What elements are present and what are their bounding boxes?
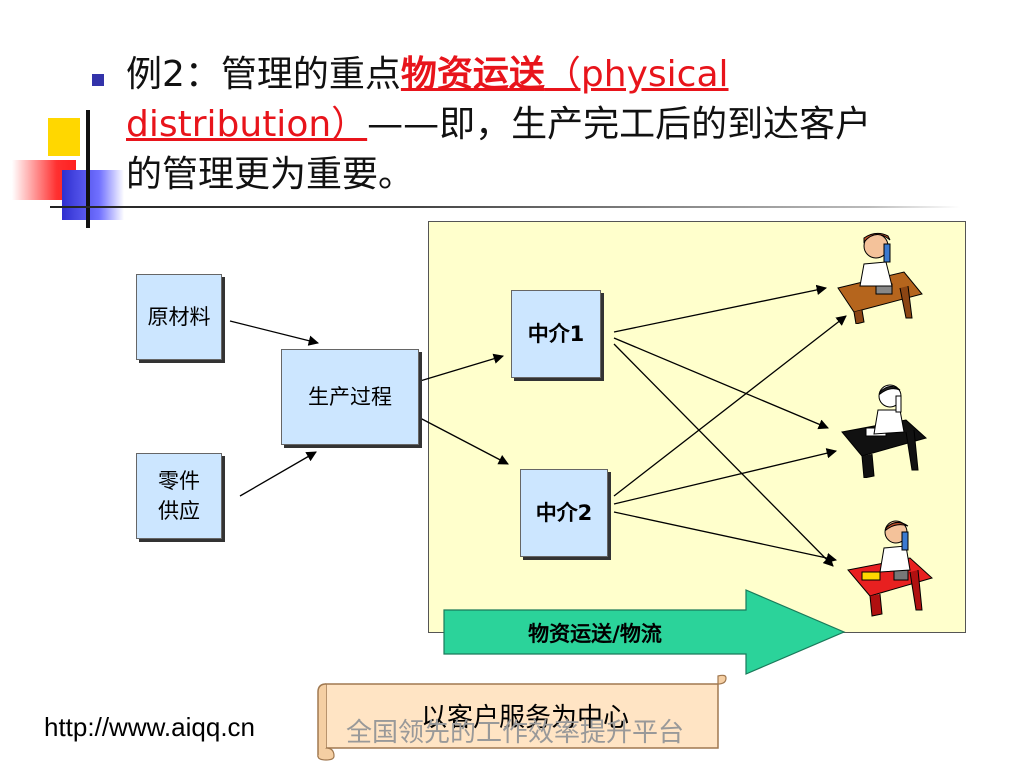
heading-rest: 即，生产完工后的到达客户的管理更为重要。 xyxy=(126,104,872,195)
arrow-int2-to-c2 xyxy=(613,448,838,505)
decor-yellow-square xyxy=(48,118,80,156)
arrow-production-to-int1 xyxy=(419,353,504,382)
parts-supply-box: 零件 供应 xyxy=(136,453,222,539)
intermediary1-label: 中介1 xyxy=(527,322,585,346)
intermediary1-box: 中介1 xyxy=(511,290,601,378)
decor-vertical-line xyxy=(86,110,90,228)
production-label: 生产过程 xyxy=(308,385,392,409)
parts-supply-label-line2: 供应 xyxy=(158,499,200,523)
arrow-parts-to-production xyxy=(239,451,317,497)
arrow-raw-to-production xyxy=(229,320,320,346)
footer-url[interactable]: http://www.aiqq.cn xyxy=(44,712,255,742)
arrow-production-to-int2 xyxy=(419,417,509,465)
arrow-int1-to-c2 xyxy=(613,337,829,430)
raw-material-label: 原材料 xyxy=(147,305,211,329)
heading-highlight: 物资运送 xyxy=(400,54,545,95)
parts-supply-label-line1: 零件 xyxy=(158,469,200,493)
heading-dash: —— xyxy=(367,104,440,145)
production-box: 生产过程 xyxy=(281,349,419,445)
decor-horizontal-line xyxy=(50,206,960,208)
bullet-icon xyxy=(92,74,104,86)
slide-heading: 例2：管理的重点物资运送（physical distribution）——即，生… xyxy=(126,50,896,200)
scroll-banner-label: 以客户服务为中心 xyxy=(420,702,629,733)
intermediary2-box: 中介2 xyxy=(520,469,608,557)
logistics-arrow xyxy=(443,589,846,675)
arrow-int2-to-c1 xyxy=(613,315,847,497)
scroll-banner xyxy=(317,674,727,761)
raw-material-box: 原材料 xyxy=(136,274,222,360)
customer-phone-icon-2 xyxy=(841,384,928,478)
customer-phone-icon-3 xyxy=(847,520,933,617)
customer-phone-icon-1 xyxy=(837,232,923,324)
logistics-arrow-label: 物资运送/物流 xyxy=(528,622,662,646)
arrow-int2-to-c3 xyxy=(613,511,838,564)
footer-platform-text: 全国领先的工作效率提升平台 xyxy=(346,718,685,748)
decor-blue-bar xyxy=(62,170,124,220)
heading-prefix: 例2：管理的重点 xyxy=(126,54,401,95)
intermediary2-label: 中介2 xyxy=(535,501,593,525)
arrow-int1-to-c1 xyxy=(613,284,828,333)
arrow-int1-to-c3 xyxy=(613,343,834,567)
heading-english: （physical distribution） xyxy=(126,54,729,145)
